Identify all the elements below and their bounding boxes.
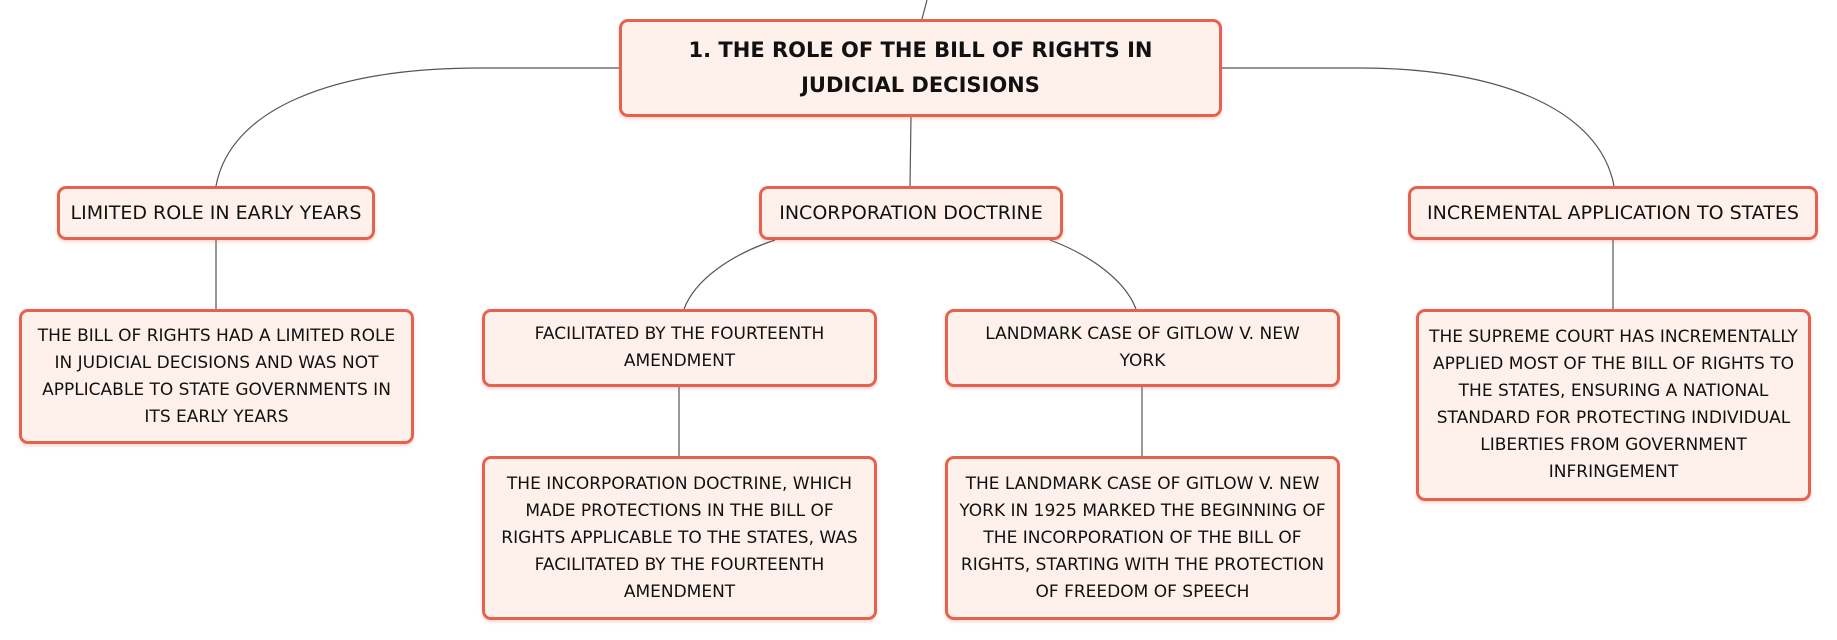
- detail-node-incremental-application[interactable]: THE SUPREME COURT HAS INCREMENTALLY APPL…: [1416, 309, 1811, 501]
- detail-label-gitlow: THE LANDMARK CASE OF GITLOW V. NEW YORK …: [959, 473, 1326, 602]
- connector-root-to-early-years: [215, 67, 619, 187]
- detail-node-limited-role[interactable]: THE BILL OF RIGHTS HAD A LIMITED ROLE IN…: [19, 309, 414, 444]
- detail-label-incremental-application: THE SUPREME COURT HAS INCREMENTALLY APPL…: [1429, 327, 1798, 482]
- subtopic-node-fourteenth-amendment[interactable]: FACILITATED BY THE FOURTEENTH AMENDMENT: [482, 309, 877, 387]
- detail-node-gitlow[interactable]: THE LANDMARK CASE OF GITLOW V. NEW YORK …: [945, 456, 1340, 620]
- detail-label-limited-role: THE BILL OF RIGHTS HAD A LIMITED ROLE IN…: [37, 325, 396, 427]
- subtopic-label-fourteenth-amendment: FACILITATED BY THE FOURTEENTH AMENDMENT: [534, 324, 825, 371]
- connector-incorporation-to-fourteenth: [683, 239, 776, 310]
- topic-node-limited-role[interactable]: LIMITED ROLE IN EARLY YEARS: [57, 186, 375, 240]
- topic-label-incorporation-doctrine: INCORPORATION DOCTRINE: [779, 202, 1043, 224]
- connector-root-to-incremental: [1222, 67, 1615, 187]
- subtopic-node-gitlow[interactable]: LANDMARK CASE OF GITLOW V. NEW YORK: [945, 309, 1340, 387]
- detail-node-fourteenth-amendment[interactable]: THE INCORPORATION DOCTRINE, WHICH MADE P…: [482, 456, 877, 620]
- connector-root-parent: [921, 0, 928, 20]
- topic-label-incremental-application: INCREMENTAL APPLICATION TO STATES: [1427, 202, 1799, 224]
- subtopic-label-gitlow: LANDMARK CASE OF GITLOW V. NEW YORK: [985, 324, 1300, 371]
- connector-root-to-incorporation: [909, 116, 912, 187]
- topic-node-incremental-application[interactable]: INCREMENTAL APPLICATION TO STATES: [1408, 186, 1818, 240]
- root-topic-node[interactable]: 1. THE ROLE OF THE BILL OF RIGHTS IN JUD…: [619, 19, 1222, 117]
- topic-node-incorporation-doctrine[interactable]: INCORPORATION DOCTRINE: [759, 186, 1063, 240]
- topic-label-limited-role: LIMITED ROLE IN EARLY YEARS: [70, 202, 362, 224]
- root-topic-label: 1. THE ROLE OF THE BILL OF RIGHTS IN JUD…: [688, 38, 1153, 97]
- detail-label-fourteenth-amendment: THE INCORPORATION DOCTRINE, WHICH MADE P…: [501, 473, 858, 602]
- connector-incorporation-to-gitlow: [1049, 239, 1137, 310]
